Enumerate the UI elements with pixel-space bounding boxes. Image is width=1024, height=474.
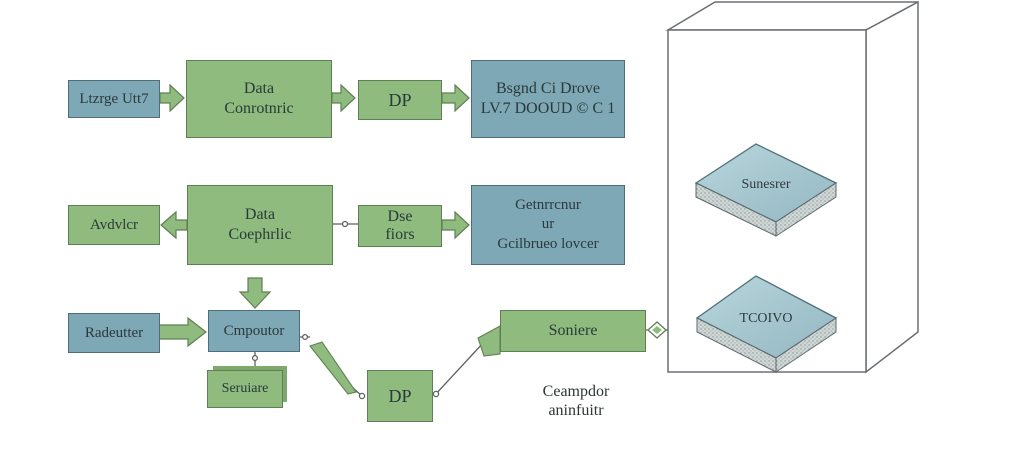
cabinet-side-face — [865, 0, 919, 374]
row2-stage2-line-2: fiors — [385, 226, 415, 243]
row1-source-box: Ltzrge Utt7 — [68, 80, 160, 118]
row2-output-line-1: Getnrrcnur — [515, 196, 581, 213]
row3-dp-label: DP — [388, 385, 412, 406]
row2-stage1-box: Data Coephrlic — [187, 185, 333, 265]
row1-stage1-line-2: Conrotnric — [224, 100, 294, 117]
row2-source-label: Avdvlcr — [89, 216, 139, 233]
diamond-fill — [652, 326, 662, 334]
row3-sub-box: Seruiare — [207, 370, 283, 408]
wire-node-1 — [251, 354, 259, 362]
wire-service — [433, 341, 485, 397]
row2-source-box: Avdvlcr — [68, 205, 160, 245]
tile-2-label: TCOIVO — [740, 311, 793, 326]
wire-node-3 — [358, 392, 366, 400]
row1-source-label: Ltzrge Utt7 — [79, 90, 149, 107]
row1-stage1-line-1: Data — [243, 80, 275, 97]
row3-node-label: Cmpoutor — [223, 322, 285, 339]
row2-stage1-line-1: Data — [244, 206, 276, 223]
row2-output-line-3: Gcilbrueo lovcer — [497, 235, 599, 252]
tile-1-label: Sunesrer — [742, 177, 791, 192]
arrow-r2-back — [160, 210, 188, 240]
row1-output-box: Bsgnd Ci Drove LV.7 DOOUD © C 1 — [471, 60, 625, 138]
wire-node-4 — [432, 390, 440, 398]
row3-dp-box: DP — [367, 370, 433, 422]
row1-dp-label: DP — [388, 89, 412, 110]
row1-output-line-2: LV.7 DOOUD © C 1 — [480, 100, 616, 117]
arrow-r1-b — [331, 83, 356, 113]
tile-1-side — [775, 182, 837, 237]
row1-output-line-1: Bsgnd Ci Drove — [496, 80, 600, 97]
wedge-to-service — [477, 325, 501, 357]
caption-line-1: Ceampdor — [542, 383, 610, 400]
row3-source-label: Radeutter — [84, 324, 144, 341]
arrow-r2-c — [441, 210, 470, 240]
storage-tile-1: Sunesrer — [694, 143, 838, 237]
row3-service-box: Soniere — [500, 310, 646, 352]
row2-stage2-box: Dse fiors — [358, 205, 442, 247]
row3-sub-label: Seruiare — [221, 381, 269, 397]
row2-stage1-line-2: Coephrlic — [228, 226, 292, 243]
caption-line-2: aninfuitr — [548, 402, 604, 420]
row3-service-label: Soniere — [548, 322, 598, 339]
row2-output-box: Getnrrcnur ur Gcilbrueo lovcer — [471, 185, 625, 265]
row2-stage2-line-1: Dse — [387, 207, 413, 225]
storage-tile-2: TCOIVO — [695, 275, 838, 373]
arrow-down — [238, 277, 272, 309]
arrow-r1-c — [441, 83, 470, 113]
link-node-r2 — [341, 220, 349, 228]
arrow-r3-a — [157, 316, 207, 348]
row3-node-box: Cmpoutor — [208, 310, 300, 352]
arrow-r1-a — [159, 83, 185, 113]
row2-output-line-2: ur — [541, 216, 555, 233]
connector-caption: Ceampdor aninfuitr — [516, 382, 636, 420]
row1-arrows — [159, 83, 470, 113]
wedge-to-dp — [309, 341, 357, 395]
row2-arrows — [160, 210, 470, 240]
row3-source-box: Radeutter — [68, 313, 160, 353]
row2-link — [333, 220, 358, 228]
wire-node-2 — [301, 333, 309, 341]
row1-stage1-box: Data Conrotnric — [186, 60, 332, 138]
tile-2-side — [775, 317, 837, 373]
row1-dp-box: DP — [358, 80, 442, 120]
